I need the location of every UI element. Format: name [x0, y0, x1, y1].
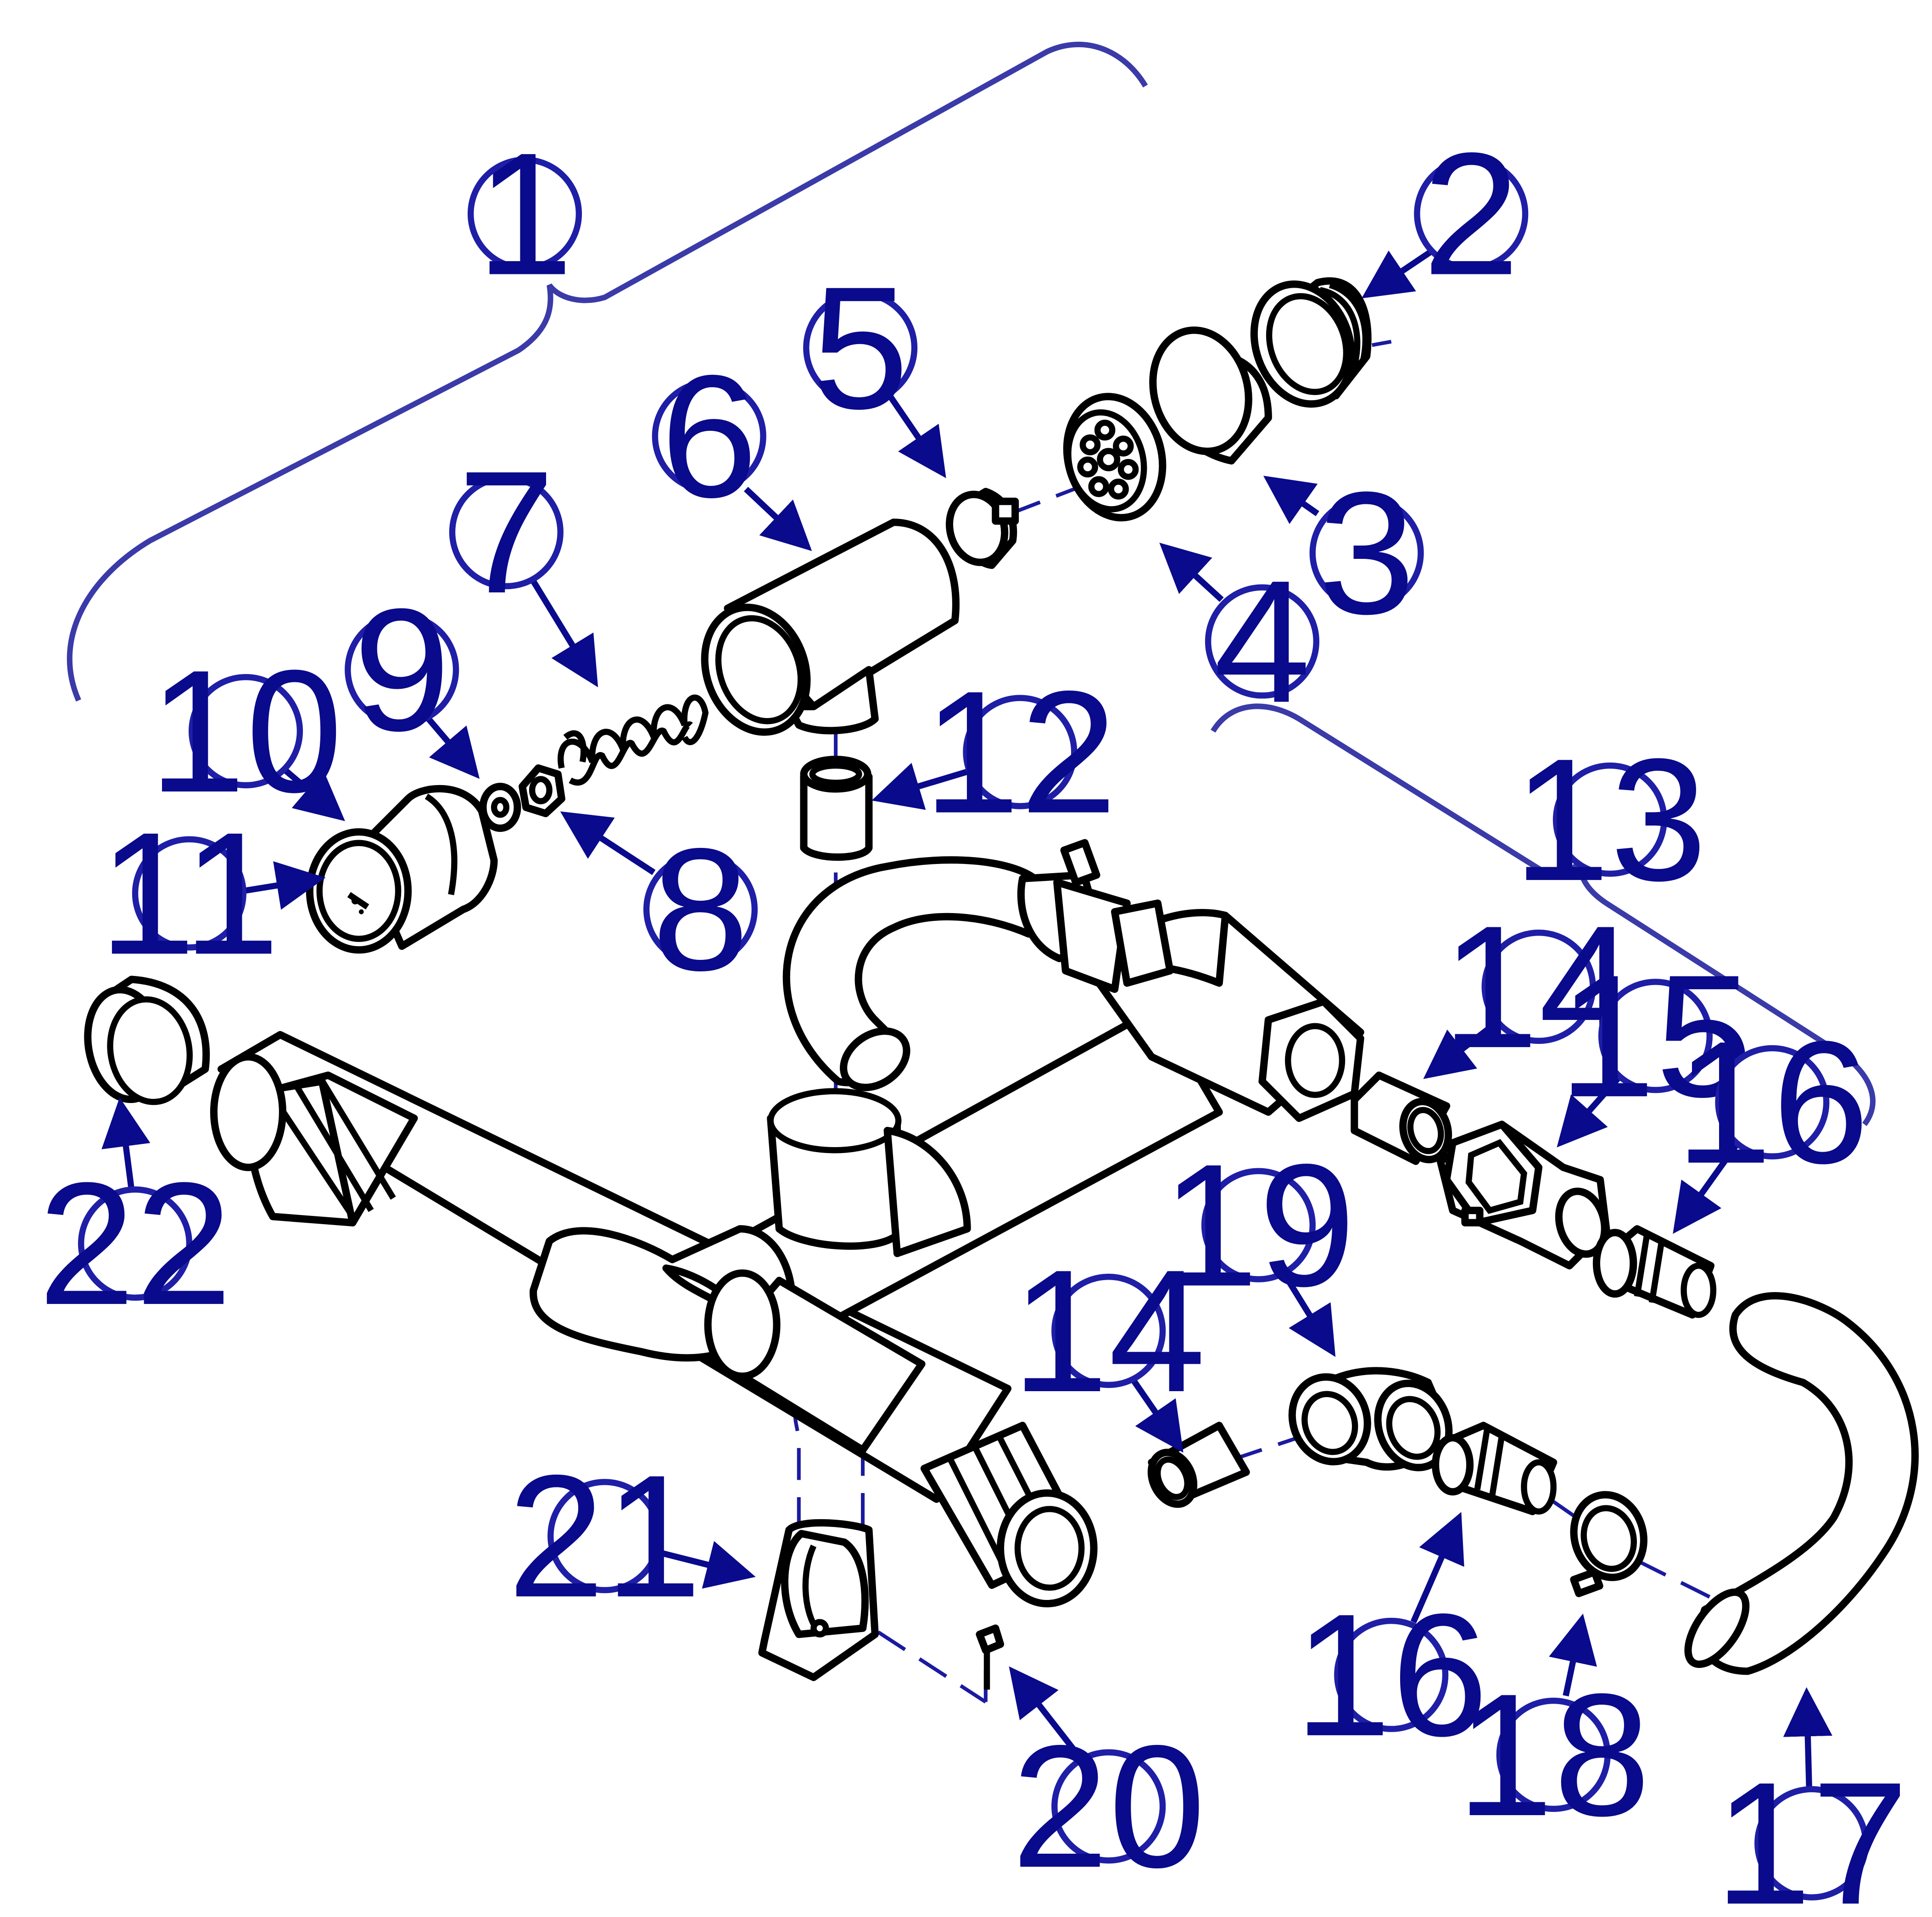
callout-6: 6 [652, 339, 766, 534]
part-11-gauge [306, 828, 412, 954]
part-19-elbow [1288, 1367, 1453, 1471]
svg-text:8: 8 [652, 812, 749, 1007]
part-14-nipple-lower [1147, 1421, 1250, 1508]
svg-text:10: 10 [149, 634, 343, 829]
callout-21: 21 [508, 1438, 702, 1633]
callout-2: 2 [1414, 117, 1529, 312]
callout-11: 11 [99, 796, 280, 991]
svg-text:13: 13 [1513, 722, 1707, 917]
part-12-bushing [800, 756, 873, 861]
svg-text:1: 1 [476, 117, 574, 312]
svg-text:16: 16 [1675, 1005, 1869, 1200]
callout-18: 18 [1457, 1657, 1651, 1852]
part-4-perforated-disc [1063, 393, 1167, 522]
svg-text:7: 7 [458, 435, 555, 630]
svg-text:19: 19 [1161, 1128, 1356, 1323]
part-5-poppet [945, 488, 1019, 569]
svg-text:21: 21 [508, 1438, 702, 1633]
callout-9: 9 [345, 572, 459, 767]
svg-text:9: 9 [353, 572, 451, 767]
callout-14-lower: 14 [1011, 1233, 1206, 1428]
callout-5: 5 [803, 250, 918, 445]
callout-4: 4 [1205, 544, 1319, 739]
svg-text:5: 5 [812, 250, 909, 445]
part-16-adapter-lower [1432, 1421, 1558, 1516]
part-14-nipple-upper [1351, 1071, 1452, 1165]
part-3-cap [1149, 326, 1272, 465]
callout-16-lower: 16 [1294, 1577, 1488, 1772]
part-2-threaded-ring [1250, 277, 1372, 408]
callout-12: 12 [923, 655, 1117, 850]
callout-22: 22 [38, 1146, 232, 1341]
part-16-adapter-upper [1592, 1225, 1717, 1319]
svg-text:2: 2 [1423, 117, 1520, 312]
manifold-body [210, 908, 1364, 1608]
svg-text:17: 17 [1714, 1746, 1909, 1917]
svg-text:11: 11 [99, 796, 280, 991]
assembly-brace-1 [67, 41, 1148, 702]
callout-7: 7 [449, 435, 564, 630]
part-20-screw [976, 1624, 1005, 1690]
callout-20: 20 [1011, 1709, 1206, 1904]
callout-8: 8 [643, 812, 758, 1007]
svg-text:6: 6 [660, 339, 758, 534]
part-15-valve [1436, 1120, 1610, 1270]
svg-text:22: 22 [38, 1146, 232, 1341]
svg-text:14: 14 [1011, 1233, 1206, 1428]
callout-13: 13 [1513, 722, 1707, 917]
svg-text:4: 4 [1214, 544, 1311, 739]
callout-17: 17 [1714, 1746, 1909, 1917]
svg-text:20: 20 [1011, 1709, 1206, 1904]
leader-lines [101, 249, 1832, 1788]
part-22-end-ring [84, 975, 210, 1105]
part-21-pipe-clip [758, 1519, 879, 1681]
callout-19: 19 [1161, 1128, 1356, 1323]
part-8-nut [519, 764, 565, 818]
svg-text:16: 16 [1294, 1577, 1488, 1772]
svg-text:12: 12 [923, 655, 1117, 850]
part-6-housing [701, 518, 960, 736]
u-hose-assembly [782, 839, 1174, 1092]
svg-text:18: 18 [1457, 1657, 1651, 1852]
part-7-spring [558, 694, 709, 786]
callout-3: 3 [1309, 456, 1424, 651]
callout-16-upper: 16 [1675, 1005, 1869, 1200]
callout-1: 1 [467, 117, 582, 312]
part-18-hose-clamp [1570, 1491, 1647, 1597]
part-17-hose [1684, 1292, 1919, 1675]
callout-10: 10 [149, 634, 343, 829]
svg-text:3: 3 [1318, 456, 1415, 651]
